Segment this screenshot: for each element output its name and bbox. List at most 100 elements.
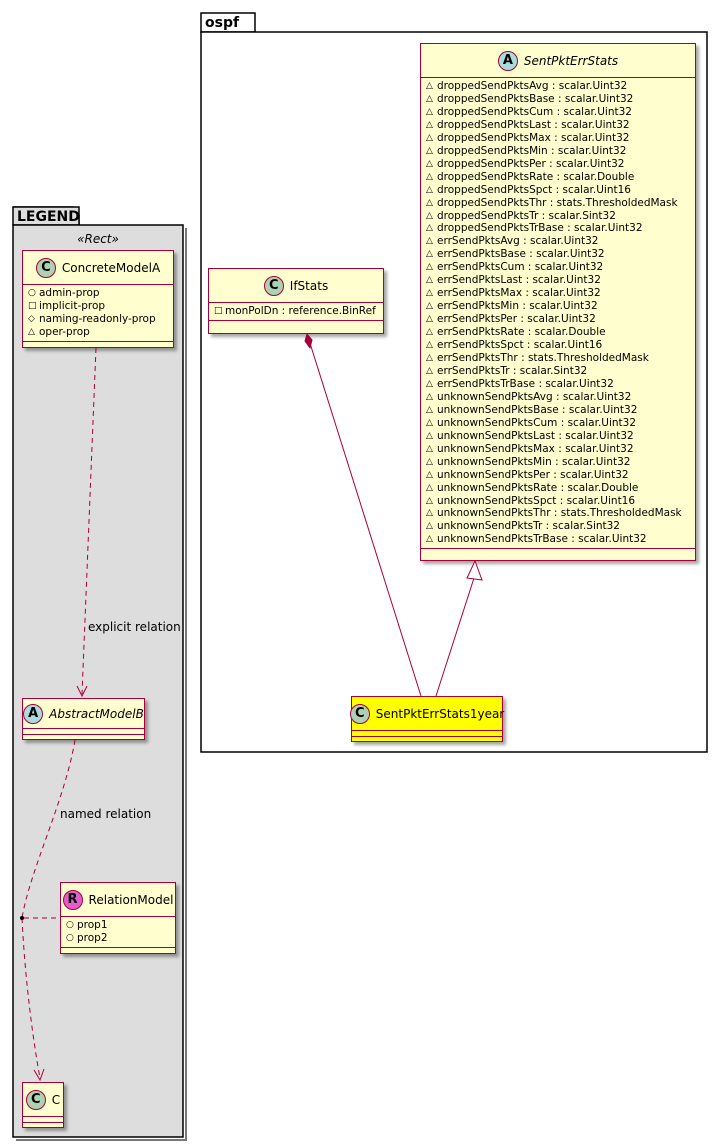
attribute-text: naming-readonly-prop bbox=[39, 312, 156, 325]
visibility-icon: ◇ bbox=[28, 313, 35, 324]
visibility-icon: △ bbox=[28, 326, 35, 337]
explicit-relation-edge bbox=[81, 347, 97, 695]
visibility-icon: △ bbox=[426, 249, 433, 260]
visibility-icon: △ bbox=[426, 404, 433, 415]
attribute-row: △unknownSendPktsLast : scalar.Uint32 bbox=[426, 430, 695, 443]
visibility-icon: △ bbox=[426, 534, 433, 545]
class-name: IfStats bbox=[289, 278, 329, 293]
attribute-row: △ droppedSendPktsMin : scalar.Uint32 bbox=[426, 145, 695, 158]
attribute-row: △oper-prop bbox=[28, 326, 173, 339]
attribute-text: droppedSendPktsMax : scalar.Uint32 bbox=[437, 131, 630, 144]
visibility-icon: △ bbox=[426, 93, 433, 104]
visibility-icon: △ bbox=[426, 171, 433, 182]
attribute-text: unknownSendPktsLast : scalar.Uint32 bbox=[437, 429, 634, 442]
attribute-text: errSendPktsAvg : scalar.Uint32 bbox=[437, 235, 599, 248]
visibility-icon: △ bbox=[426, 443, 433, 454]
class-name: RelationModel bbox=[88, 892, 174, 907]
attribute-row: △ droppedSendPktsTr : scalar.Sint32 bbox=[426, 210, 695, 223]
attribute-row: △unknownSendPktsTr : scalar.Sint32 bbox=[426, 520, 695, 533]
attribute-text: droppedSendPktsTr : scalar.Sint32 bbox=[437, 209, 616, 222]
visibility-icon: △ bbox=[426, 119, 433, 130]
visibility-icon: △ bbox=[426, 210, 433, 221]
attribute-text: prop1 bbox=[77, 919, 108, 931]
attribute-row: △errSendPktsMax : scalar.Uint32 bbox=[426, 287, 695, 300]
attribute-row: △unknownSendPktsRate : scalar.Double bbox=[426, 482, 695, 495]
relation-junction-dot bbox=[20, 916, 24, 920]
visibility-icon: △ bbox=[426, 81, 433, 91]
attribute-row: △ unknownSendPktsCum : scalar.Uint32 bbox=[426, 417, 695, 430]
attribute-text: admin-prop bbox=[39, 287, 100, 299]
visibility-icon: ○ bbox=[66, 920, 74, 930]
class-name: SentPktErrStats bbox=[523, 53, 619, 68]
attribute-text: unknownSendPktsSpct : scalar.Uint16 bbox=[437, 494, 636, 507]
visibility-icon: △ bbox=[426, 223, 433, 234]
visibility-icon: △ bbox=[426, 521, 433, 532]
attribute-text: unknownSendPktsTrBase : scalar.Uint32 bbox=[437, 533, 647, 546]
attribute-text: monPolDn : reference.BinRef bbox=[225, 305, 376, 317]
attribute-text: errSendPktsMin : scalar.Uint32 bbox=[437, 300, 598, 313]
class-abstract-model-b[interactable]: A AbstractModelB bbox=[22, 698, 145, 740]
composition-diamond bbox=[304, 332, 313, 350]
class-badge-icon: C bbox=[25, 1089, 46, 1110]
visibility-icon: △ bbox=[426, 132, 433, 143]
attribute-text: droppedSendPktsTrBase : scalar.Uint32 bbox=[437, 222, 643, 235]
named-relation-arrowhead bbox=[33, 1068, 45, 1082]
visibility-icon: △ bbox=[426, 391, 433, 402]
attribute-row: △ unknownSendPktsMax : scalar.Uint32 bbox=[426, 443, 695, 456]
class-relation-model[interactable]: R RelationModel ○prop1○prop2 bbox=[60, 882, 176, 954]
inheritance-edge bbox=[435, 577, 475, 697]
attribute-text: errSendPktsPer : scalar.Uint32 bbox=[437, 313, 596, 326]
attribute-row: △droppedSendPktsAvg : scalar.Uint32 bbox=[426, 80, 695, 93]
attribute-text: unknownSendPktsCum : scalar.Uint32 bbox=[437, 416, 637, 429]
attribute-text: unknownSendPktsThr : stats.ThresholdedMa… bbox=[437, 507, 682, 520]
class-header: C IfStats bbox=[209, 269, 383, 303]
attribute-text: droppedSendPktsBase : scalar.Uint32 bbox=[437, 92, 634, 105]
class-name: C bbox=[51, 1092, 61, 1107]
legend-package-title: LEGEND bbox=[17, 209, 80, 225]
class-header: R RelationModel bbox=[61, 883, 175, 917]
attribute-row: △errSendPktsAvg : scalar.Uint32 bbox=[426, 235, 695, 248]
class-sent-pkt-err-stats[interactable]: A SentPktErrStats △droppedSendPktsAvg : … bbox=[420, 43, 696, 561]
inheritance-arrowhead bbox=[466, 559, 483, 581]
attribute-text: errSendPktsThr : stats.ThresholdedMask bbox=[437, 352, 649, 365]
attribute-text: errSendPktsMax : scalar.Uint32 bbox=[437, 287, 601, 300]
attribute-row: △errSendPktsRate : scalar.Double bbox=[426, 326, 695, 339]
attribute-text: droppedSendPktsMin : scalar.Uint32 bbox=[437, 144, 627, 157]
class-badge-icon: C bbox=[349, 703, 370, 724]
visibility-icon: □ bbox=[28, 300, 37, 311]
visibility-icon: △ bbox=[426, 275, 433, 286]
attribute-row: △ unknownSendPktsAvg : scalar.Uint32 bbox=[426, 391, 695, 404]
attribute-row: ◇ naming-readonly-prop bbox=[28, 313, 173, 326]
attribute-text: prop2 bbox=[77, 931, 108, 944]
attribute-row: □implicit-prop bbox=[28, 300, 173, 313]
attribute-row: △ errSendPktsBase : scalar.Uint32 bbox=[426, 248, 695, 261]
class-concrete-model-a[interactable]: C ConcreteModelA ○admin-prop□implicit-pr… bbox=[22, 250, 174, 348]
visibility-icon: △ bbox=[426, 508, 433, 519]
class-c[interactable]: C C bbox=[22, 1082, 64, 1128]
visibility-icon: □ bbox=[214, 306, 223, 316]
attribute-row: △droppedSendPktsRate : scalar.Double bbox=[426, 171, 695, 184]
visibility-icon: △ bbox=[426, 158, 433, 169]
attribute-row: △errSendPktsSpct : scalar.Uint16 bbox=[426, 339, 695, 352]
attribute-text: unknownSendPktsBase : scalar.Uint32 bbox=[437, 403, 638, 416]
class-sent-pkt-err-stats-1year[interactable]: C SentPktErrStats1year bbox=[349, 696, 504, 742]
attribute-row: ○prop2 bbox=[66, 932, 175, 945]
visibility-icon: △ bbox=[426, 378, 433, 389]
attribute-text: unknownSendPktsMax : scalar.Uint32 bbox=[437, 442, 634, 455]
explicit-relation-arrowhead bbox=[76, 685, 88, 698]
attribute-text: errSendPktsRate : scalar.Double bbox=[437, 326, 606, 339]
attribute-text: implicit-prop bbox=[39, 299, 106, 312]
attribute-text: errSendPktsLast : scalar.Uint32 bbox=[437, 274, 601, 287]
ospf-package-title: ospf bbox=[205, 15, 240, 31]
visibility-icon: △ bbox=[426, 417, 433, 428]
composition-edge bbox=[308, 339, 422, 697]
attribute-text: unknownSendPktsAvg : scalar.Uint32 bbox=[437, 390, 632, 403]
visibility-icon: △ bbox=[426, 365, 433, 376]
attribute-row: △errSendPktsTrBase : scalar.Uint32 bbox=[426, 378, 695, 391]
visibility-icon: △ bbox=[426, 145, 433, 156]
attribute-text: errSendPktsBase : scalar.Uint32 bbox=[437, 248, 605, 261]
visibility-icon: △ bbox=[426, 197, 433, 208]
attribute-text: unknownSendPktsPer : scalar.Uint32 bbox=[437, 468, 629, 481]
attribute-list: □monPolDn : reference.BinRef bbox=[209, 303, 383, 321]
class-if-stats[interactable]: C IfStats □monPolDn : reference.BinRef bbox=[208, 268, 384, 334]
